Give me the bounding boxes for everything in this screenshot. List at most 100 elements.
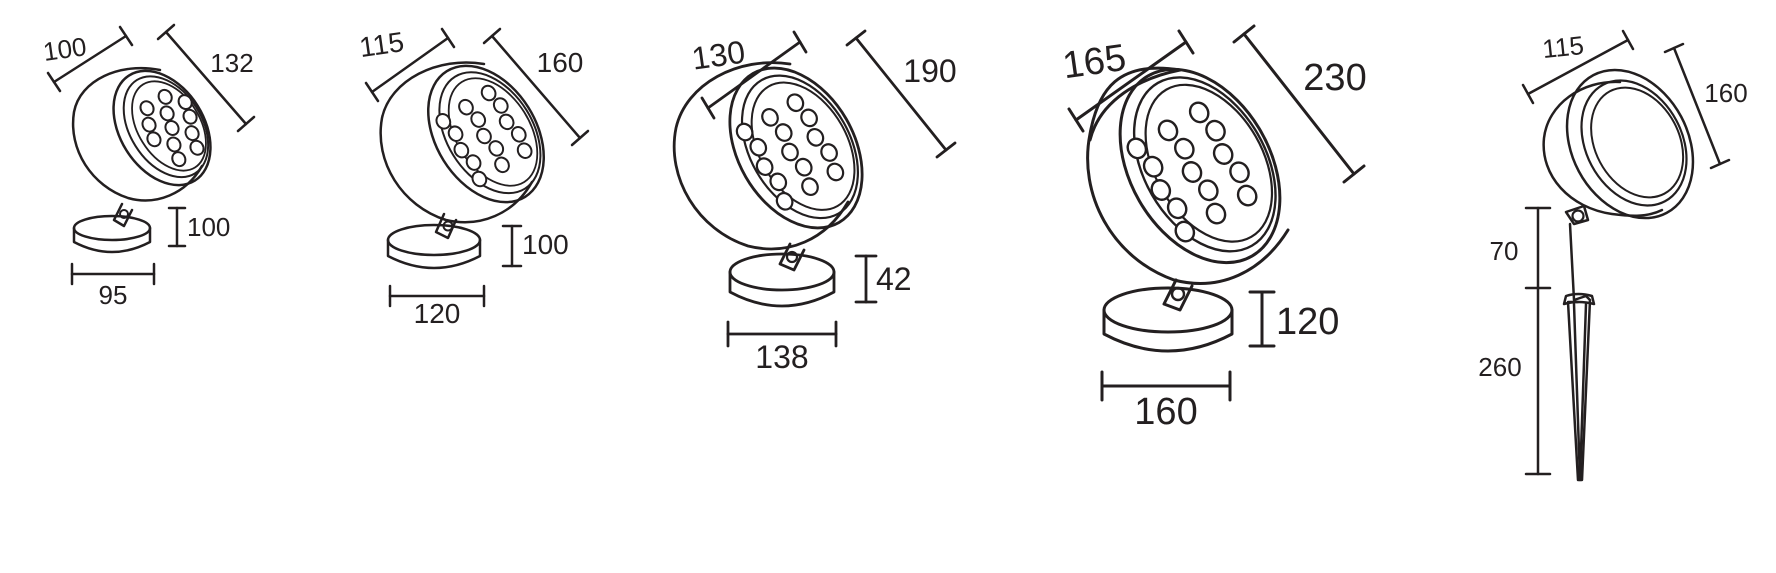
dimension-diameter: 100: [41, 25, 134, 93]
led-emitter: [480, 84, 497, 102]
led-emitter: [1188, 101, 1210, 124]
led-emitter: [1236, 184, 1258, 207]
dimension-base-height: 120: [1248, 290, 1339, 348]
dim-label-diameter: 100: [41, 31, 88, 67]
led-emitter: [141, 116, 157, 133]
dim-label-base-height: 42: [876, 261, 912, 297]
fixture-body: [379, 61, 546, 270]
dimension-upper-height: 70: [1490, 206, 1552, 290]
led-emitter: [139, 100, 155, 117]
dimension-diameter: 115: [1521, 29, 1635, 105]
led-emitter: [826, 162, 845, 182]
dim-label-base-width: 95: [99, 280, 128, 310]
fixture-body: [1086, 66, 1290, 353]
fixture-spot-1: 100 132 100 95: [41, 23, 256, 310]
dimension-length: 190: [845, 29, 957, 159]
led-emitter: [1150, 179, 1172, 201]
fixture-spike-spot: 115 160 70 260: [1478, 29, 1748, 482]
led-emitter: [182, 108, 198, 125]
dim-label-base-width: 160: [1134, 391, 1197, 433]
led-emitter: [1174, 220, 1196, 243]
dimension-spike-length: 260: [1478, 286, 1552, 476]
led-emitter: [801, 177, 819, 197]
dim-label-length: 230: [1303, 57, 1366, 99]
led-emitter: [184, 125, 200, 142]
led-emitter: [1205, 202, 1227, 225]
fixture-body: [1542, 68, 1695, 482]
dim-label-upper-height: 70: [1490, 236, 1519, 266]
led-emitter: [157, 88, 173, 105]
fixture-spot-2: 115 160 100 120: [357, 26, 590, 329]
led-emitter: [471, 170, 488, 188]
dimension-base-width: 120: [388, 284, 486, 329]
led-emitter: [794, 157, 813, 177]
led-emitter: [177, 94, 193, 111]
lens-face: [1565, 68, 1695, 220]
led-emitter: [465, 154, 482, 171]
led-emitter: [1229, 161, 1250, 184]
led-emitter: [786, 93, 805, 113]
led-emitter: [447, 125, 464, 142]
led-emitter: [458, 98, 474, 116]
led-emitter: [166, 136, 182, 153]
dimension-base-height: 100: [167, 206, 230, 248]
led-array: [139, 88, 205, 168]
dimension-diameter: 115: [357, 26, 456, 103]
fixture-spot-3: 130 190 42 138: [672, 29, 957, 375]
led-emitter: [1198, 179, 1219, 202]
dim-label-base-width: 138: [755, 339, 808, 375]
led-emitter: [1212, 143, 1234, 165]
dimension-diameter: 165: [1060, 29, 1195, 133]
led-emitter: [781, 142, 799, 162]
led-emitter: [1205, 119, 1226, 142]
led-array: [1126, 101, 1258, 243]
dimension-length: 230: [1232, 24, 1367, 184]
led-emitter: [755, 157, 774, 177]
led-emitter: [510, 126, 527, 143]
fixture-body: [71, 66, 212, 254]
led-emitter: [516, 142, 533, 159]
dim-label-diameter: 130: [690, 34, 748, 77]
dimension-base-width: 138: [726, 320, 838, 375]
led-emitter: [806, 127, 825, 147]
led-emitter: [498, 113, 515, 131]
dim-label-base-width: 120: [414, 298, 461, 329]
dim-label-length: 160: [1704, 78, 1747, 108]
led-emitter: [492, 97, 509, 114]
dimension-length: 160: [1663, 42, 1748, 170]
led-emitter: [800, 108, 818, 128]
dimension-base-width: 160: [1100, 370, 1232, 433]
led-emitter: [453, 141, 470, 159]
dim-label-base-height: 100: [522, 229, 569, 260]
led-emitter: [494, 156, 510, 174]
dim-label-diameter: 165: [1060, 37, 1129, 87]
led-emitter: [470, 111, 487, 128]
dimension-diameter: 130: [690, 30, 808, 120]
dimension-base-height: 100: [501, 224, 569, 268]
fixture-spot-4: 165 230 120 160: [1060, 24, 1367, 433]
led-emitter: [1181, 161, 1203, 183]
led-emitter: [435, 113, 452, 130]
led-array: [435, 84, 533, 188]
led-emitter: [189, 139, 205, 156]
led-emitter: [146, 131, 162, 148]
led-emitter: [1157, 119, 1179, 142]
dimension-base-height: 42: [854, 254, 912, 304]
led-emitter: [1174, 137, 1195, 160]
led-emitter: [159, 105, 175, 122]
led-emitter: [1126, 137, 1148, 160]
led-emitter: [476, 127, 492, 145]
dim-label-diameter: 115: [357, 26, 406, 63]
dimension-length: 132: [156, 23, 256, 133]
dimension-base-width: 95: [70, 262, 156, 310]
dim-label-length: 190: [903, 53, 956, 89]
dim-label-base-height: 120: [1276, 301, 1339, 343]
led-emitter: [1166, 197, 1188, 220]
dim-label-spike-length: 260: [1478, 352, 1521, 382]
led-emitter: [488, 140, 505, 157]
led-emitter: [164, 120, 180, 136]
dimension-length: 160: [482, 27, 590, 147]
led-emitter: [171, 151, 187, 168]
led-emitter: [774, 123, 793, 142]
